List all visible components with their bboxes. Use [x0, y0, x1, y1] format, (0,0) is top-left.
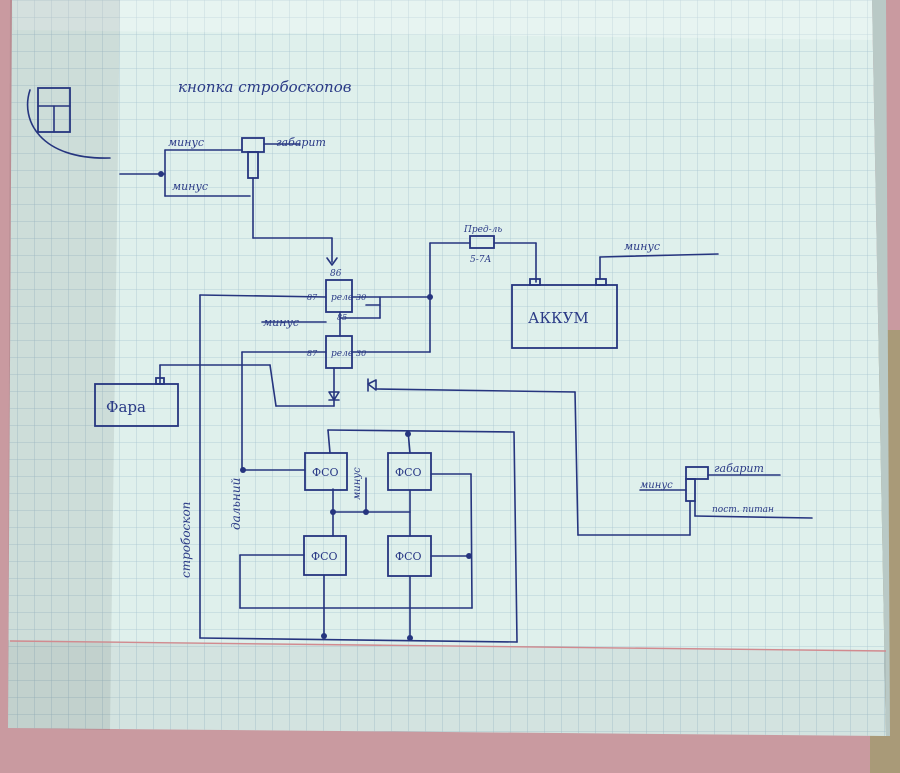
- label-minus-right: минус: [640, 480, 673, 491]
- fso-module-4: [387, 535, 432, 577]
- shadow-bottom: [8, 640, 886, 736]
- label-pred: Пред-ль: [463, 225, 502, 235]
- label-minus-relay: минус: [263, 316, 299, 329]
- relay-1: [325, 279, 353, 313]
- relay-wiring: [159, 242, 691, 639]
- fuse: [469, 235, 537, 283]
- fso-module-2: [387, 452, 432, 491]
- fso-wiring: [199, 429, 518, 643]
- label-post-pitanie: пост. питан: [712, 505, 774, 515]
- relay-2-pin87: 87: [307, 349, 318, 358]
- sheet-highlight: [12, 0, 874, 40]
- headlight: [94, 377, 179, 427]
- fso-module-1: [304, 452, 348, 491]
- label-akkum: АККУМ: [528, 309, 589, 327]
- fso-2-label: ФСО: [395, 466, 422, 479]
- title-text: кнопка стробоскопов: [178, 78, 352, 96]
- label-minus-center: минус: [352, 467, 363, 500]
- relay-1-pin86: 86: [330, 269, 342, 279]
- fso-3-label: ФСО: [311, 550, 338, 563]
- fso-1-label: ФСО: [312, 466, 339, 479]
- relay-2-pin30: 30: [356, 349, 366, 358]
- label-pred-amp: 5-7А: [470, 255, 491, 265]
- gabarit-switch: [639, 466, 813, 536]
- relay-2-label: реле: [331, 349, 353, 359]
- label-dalnij: дальний: [229, 478, 243, 530]
- label-gabarit-right: габарит: [714, 462, 764, 475]
- sheet-edge: [872, 0, 890, 736]
- fso-module-3: [303, 535, 347, 576]
- label-fara: Фара: [106, 398, 146, 416]
- battery: [511, 253, 719, 349]
- label-gabarit-top: габарит: [276, 136, 326, 149]
- strobe-button-wiring: [119, 137, 338, 266]
- relay-1-label: реле: [331, 293, 353, 303]
- grid-paper: [8, 0, 886, 736]
- label-akk-minus: минус: [624, 240, 660, 253]
- corner-sketch: [26, 87, 111, 159]
- label-minus-b: минус: [172, 180, 208, 193]
- label-minus-a: минус: [168, 136, 204, 149]
- label-stroboskop: стробоскоп: [179, 502, 193, 578]
- margin-line: [9, 640, 887, 652]
- shadow-left: [8, 0, 120, 730]
- fso-4-label: ФСО: [395, 550, 422, 563]
